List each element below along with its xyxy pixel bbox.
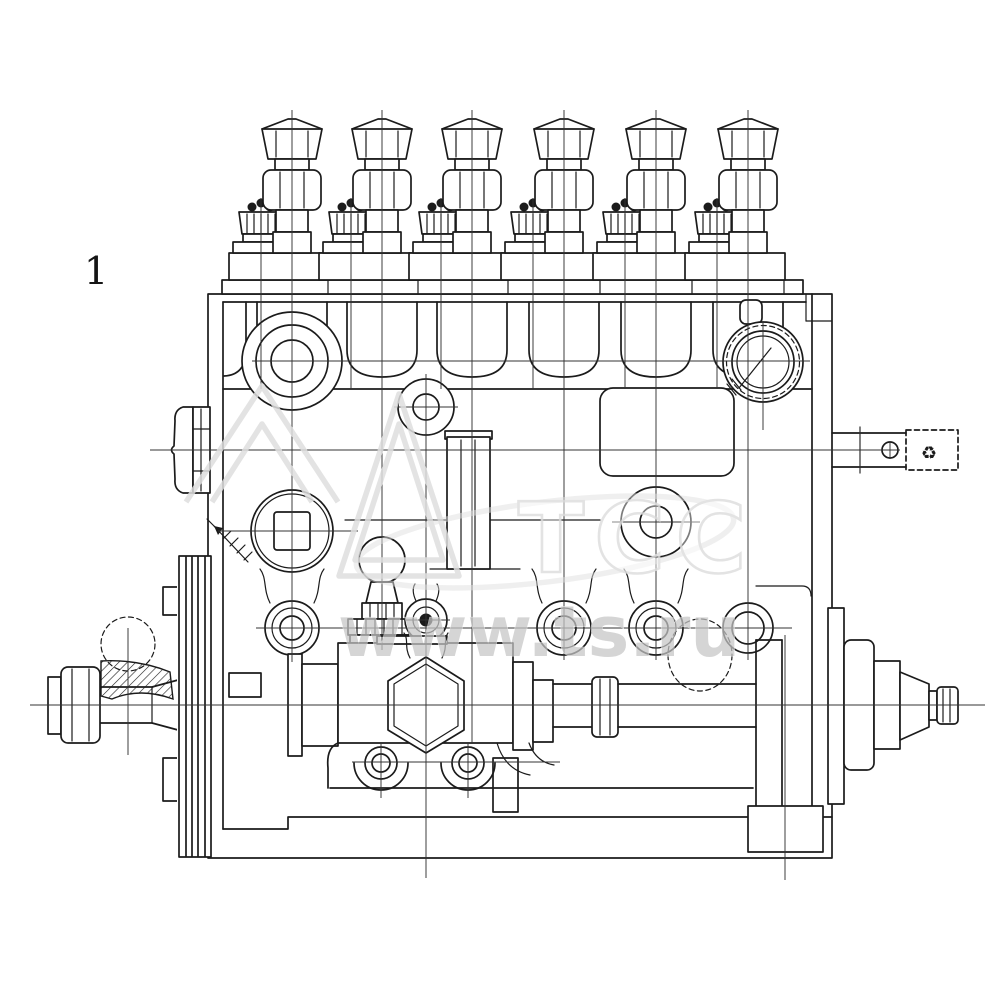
governor-channel [446, 436, 491, 570]
shaft-cone [899, 671, 930, 741]
base-plate [222, 816, 833, 830]
right-drive-end [747, 585, 959, 853]
hidden-bore [667, 618, 733, 692]
nameplate [599, 387, 735, 477]
drive-flange [177, 555, 212, 858]
detail-box [905, 429, 959, 471]
callout-label: 1 [84, 249, 108, 293]
section-hatch [100, 660, 174, 701]
shaft-end-nut [936, 686, 959, 725]
oil-level-mark [738, 347, 772, 389]
mounting-foot [747, 805, 824, 853]
left-drive-end [47, 406, 212, 858]
leader-arrow [206, 518, 253, 563]
recycle-icon: ♻ [921, 443, 937, 464]
washer [47, 676, 62, 735]
plate-seams [327, 280, 785, 294]
